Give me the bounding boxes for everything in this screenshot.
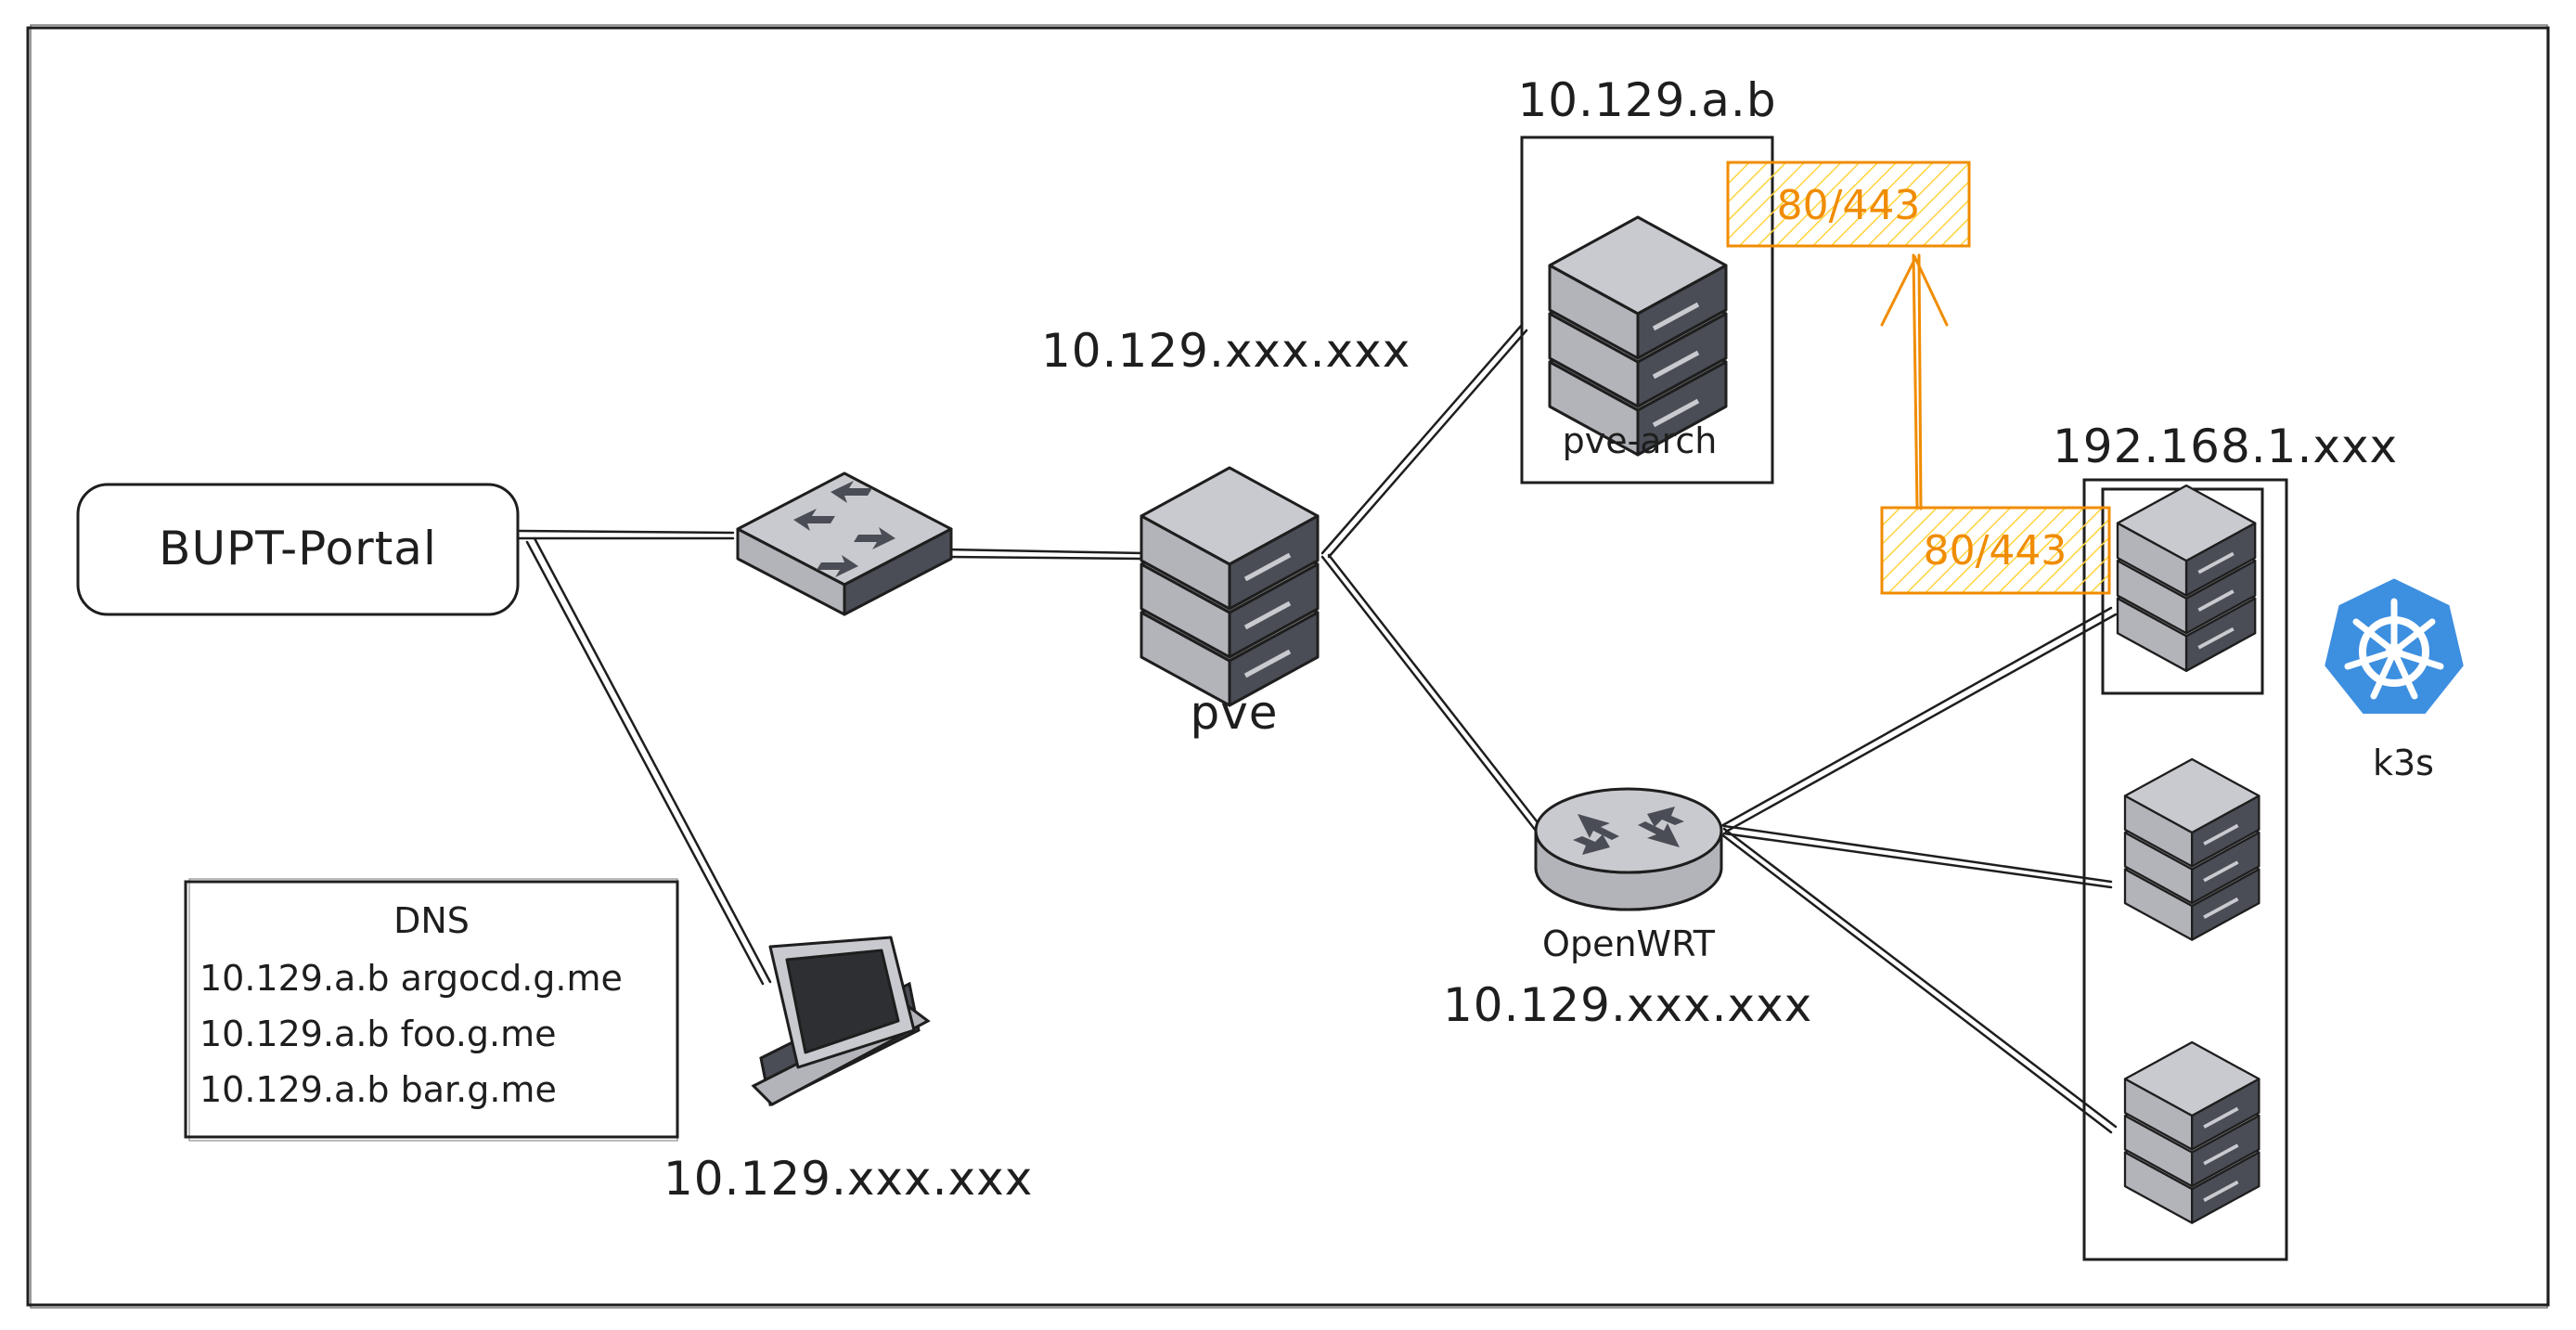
k3s-subnet: 192.168.1.xxx bbox=[2053, 420, 2398, 473]
server-icon bbox=[2125, 1042, 2259, 1223]
server-icon bbox=[2118, 485, 2255, 671]
dns-record: 10.129.a.b argocd.g.me bbox=[200, 958, 623, 999]
client-ip: 10.129.xxx.xxx bbox=[663, 1152, 1033, 1206]
dns-table: DNS 10.129.a.b argocd.g.me 10.129.a.b fo… bbox=[184, 878, 679, 1142]
pve-arch-name: pve-arch bbox=[1563, 420, 1718, 461]
k3s-port: 80/443 bbox=[1924, 527, 2067, 575]
server-icon bbox=[2125, 759, 2259, 940]
dns-record: 10.129.a.b bar.g.me bbox=[200, 1069, 557, 1110]
pve-arch-port-tag: 80/443 bbox=[1726, 161, 1971, 248]
client-node: 10.129.xxx.xxx bbox=[663, 936, 1033, 1206]
monitor-icon bbox=[751, 936, 931, 1107]
outer-frame bbox=[26, 26, 2550, 1307]
bupt-portal-node: BUPT-Portal bbox=[76, 483, 520, 616]
dns-record: 10.129.a.b foo.g.me bbox=[200, 1014, 557, 1054]
pve-arch-ip: 10.129.a.b bbox=[1517, 73, 1776, 127]
server-icon bbox=[1141, 468, 1318, 705]
pve-arch-port: 80/443 bbox=[1777, 182, 1921, 229]
server-icon bbox=[1550, 217, 1726, 455]
kubernetes-icon bbox=[2319, 573, 2469, 719]
openwrt-ip: 10.129.xxx.xxx bbox=[1443, 978, 1812, 1032]
connections bbox=[518, 323, 2118, 1134]
k3s-cluster: 192.168.1.xxx bbox=[2053, 420, 2398, 1261]
dns-title: DNS bbox=[393, 900, 470, 941]
openwrt-name: OpenWRT bbox=[1542, 923, 1716, 964]
openwrt-router: OpenWRT 10.129.xxx.xxx bbox=[1443, 787, 1812, 1032]
port-forward-arrow bbox=[1880, 253, 1949, 510]
bupt-portal-label: BUPT-Portal bbox=[159, 522, 437, 575]
pve-name: pve bbox=[1190, 686, 1278, 740]
k3s-name: k3s bbox=[2373, 742, 2434, 783]
pve-arch-node: 10.129.a.b pve-arch bbox=[1517, 73, 1776, 484]
router-icon bbox=[1534, 787, 1723, 911]
switch-icon bbox=[736, 471, 953, 616]
pve-ip: 10.129.xxx.xxx bbox=[1041, 324, 1410, 378]
k3s-port-tag: 80/443 bbox=[1880, 506, 2111, 595]
pve-server: 10.129.xxx.xxx pve bbox=[1041, 324, 1410, 740]
